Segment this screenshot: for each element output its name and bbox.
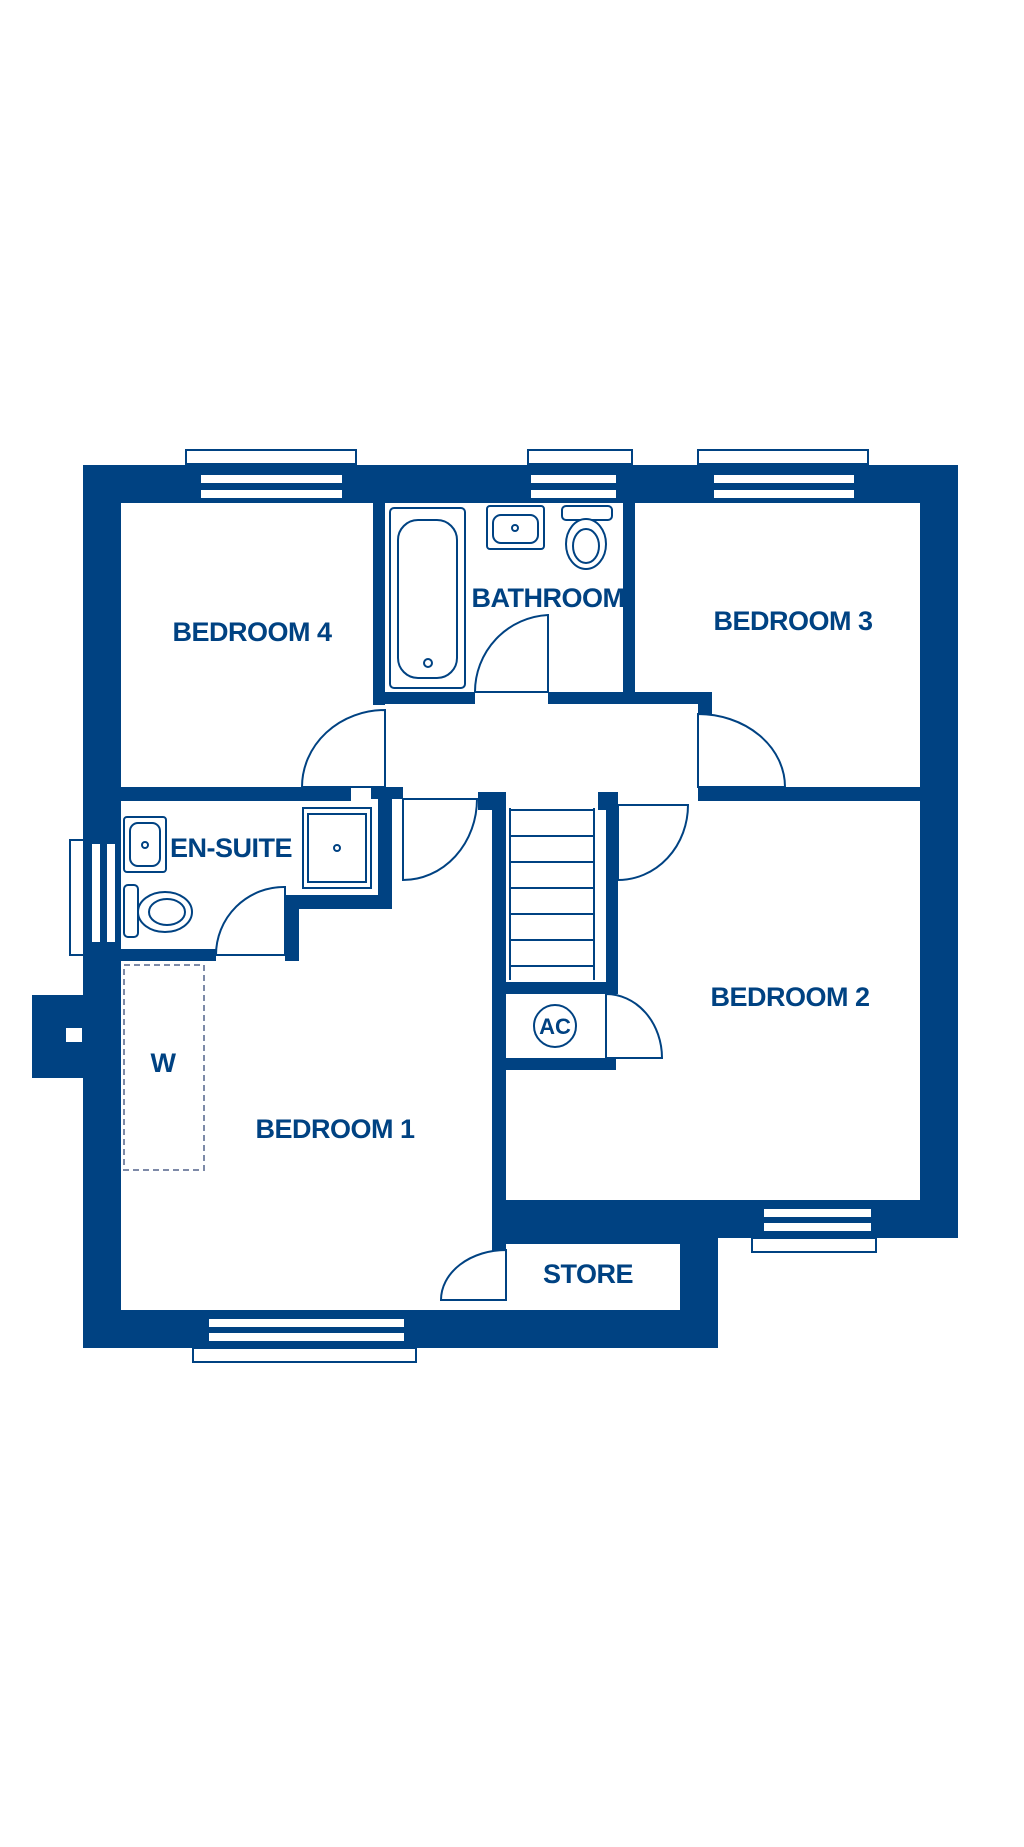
label-en-suite: EN-SUITE bbox=[170, 833, 292, 863]
label-wardrobe: W bbox=[151, 1048, 177, 1078]
shower-tray-icon bbox=[302, 807, 372, 889]
wall-ac-bottom bbox=[506, 1058, 606, 1070]
wall-ac-right-stub bbox=[598, 1058, 616, 1070]
wall-ensuite-bottom-a bbox=[121, 949, 216, 961]
wall-bottom-left bbox=[83, 1310, 208, 1348]
bathroom-toilet-icon bbox=[561, 505, 613, 570]
windows bbox=[69, 449, 877, 1363]
wall-bath-bottom-right bbox=[548, 692, 710, 704]
wall-ensuite-bottom-b bbox=[285, 895, 392, 909]
door-store bbox=[439, 1248, 507, 1301]
wall-bed3-stub bbox=[698, 692, 712, 714]
door-bedroom-4 bbox=[300, 708, 386, 788]
airing-cupboard-symbol bbox=[533, 1004, 577, 1048]
wall-bottom-right-c bbox=[405, 1310, 718, 1348]
door-bedroom-3 bbox=[697, 712, 787, 788]
wall-bed3-bed2 bbox=[698, 787, 920, 801]
wall-ensuite-right bbox=[378, 787, 392, 909]
door-airing-cupboard bbox=[605, 992, 664, 1059]
wall-bath-bottom-left bbox=[385, 692, 475, 704]
window-en-suite bbox=[69, 839, 121, 956]
door-en-suite bbox=[214, 885, 286, 956]
bathroom-sink-icon bbox=[486, 505, 545, 550]
label-bedroom-2: BEDROOM 2 bbox=[710, 982, 869, 1012]
wardrobe-outline bbox=[123, 964, 205, 1171]
wall-stair-right-long bbox=[606, 792, 618, 994]
label-airing-cupboard: AC bbox=[539, 1014, 571, 1039]
wall-bed4-bath bbox=[373, 503, 385, 705]
chimney-flue bbox=[66, 1028, 82, 1042]
staircase bbox=[509, 808, 595, 980]
door-landing-left bbox=[402, 798, 479, 882]
window-bedroom-4 bbox=[185, 449, 357, 503]
wall-bath-bed3 bbox=[623, 503, 635, 693]
wall-top-middle-left bbox=[343, 465, 530, 503]
wall-top-middle-right bbox=[617, 465, 713, 503]
internal-walls bbox=[121, 503, 920, 1256]
bath-icon bbox=[389, 507, 466, 689]
window-bedroom-1 bbox=[192, 1310, 417, 1363]
window-bedroom-2 bbox=[751, 1200, 877, 1253]
window-bedroom-3 bbox=[697, 449, 869, 503]
outer-walls bbox=[32, 465, 958, 1348]
room-labels: BEDROOM 4 BATHROOM BEDROOM 3 EN-SUITE BE… bbox=[151, 583, 874, 1289]
label-store: STORE bbox=[543, 1259, 633, 1289]
label-bedroom-4: BEDROOM 4 bbox=[172, 617, 332, 647]
wall-ensuite-bottom-c bbox=[285, 895, 299, 961]
wall-bottom-right-b bbox=[872, 1200, 958, 1238]
wall-left-lower bbox=[83, 943, 121, 1348]
label-bedroom-1: BEDROOM 1 bbox=[255, 1114, 415, 1144]
en-suite-toilet-icon bbox=[123, 884, 193, 938]
wall-left-upper bbox=[83, 465, 121, 843]
window-bathroom bbox=[527, 449, 633, 503]
wall-bed4-ensuite bbox=[121, 787, 351, 801]
wall-stair-left-long bbox=[492, 792, 506, 1232]
wall-right bbox=[920, 465, 958, 1238]
en-suite-sink-icon bbox=[123, 816, 167, 873]
door-landing-right bbox=[617, 804, 690, 882]
wall-bottom-right-a bbox=[495, 1200, 763, 1238]
wall-store-top bbox=[492, 1232, 680, 1244]
label-bedroom-3: BEDROOM 3 bbox=[713, 606, 873, 636]
label-bathroom: BATHROOM bbox=[472, 583, 625, 613]
door-bathroom bbox=[473, 613, 549, 693]
wall-ac-top bbox=[506, 982, 606, 994]
doors bbox=[214, 613, 787, 1301]
